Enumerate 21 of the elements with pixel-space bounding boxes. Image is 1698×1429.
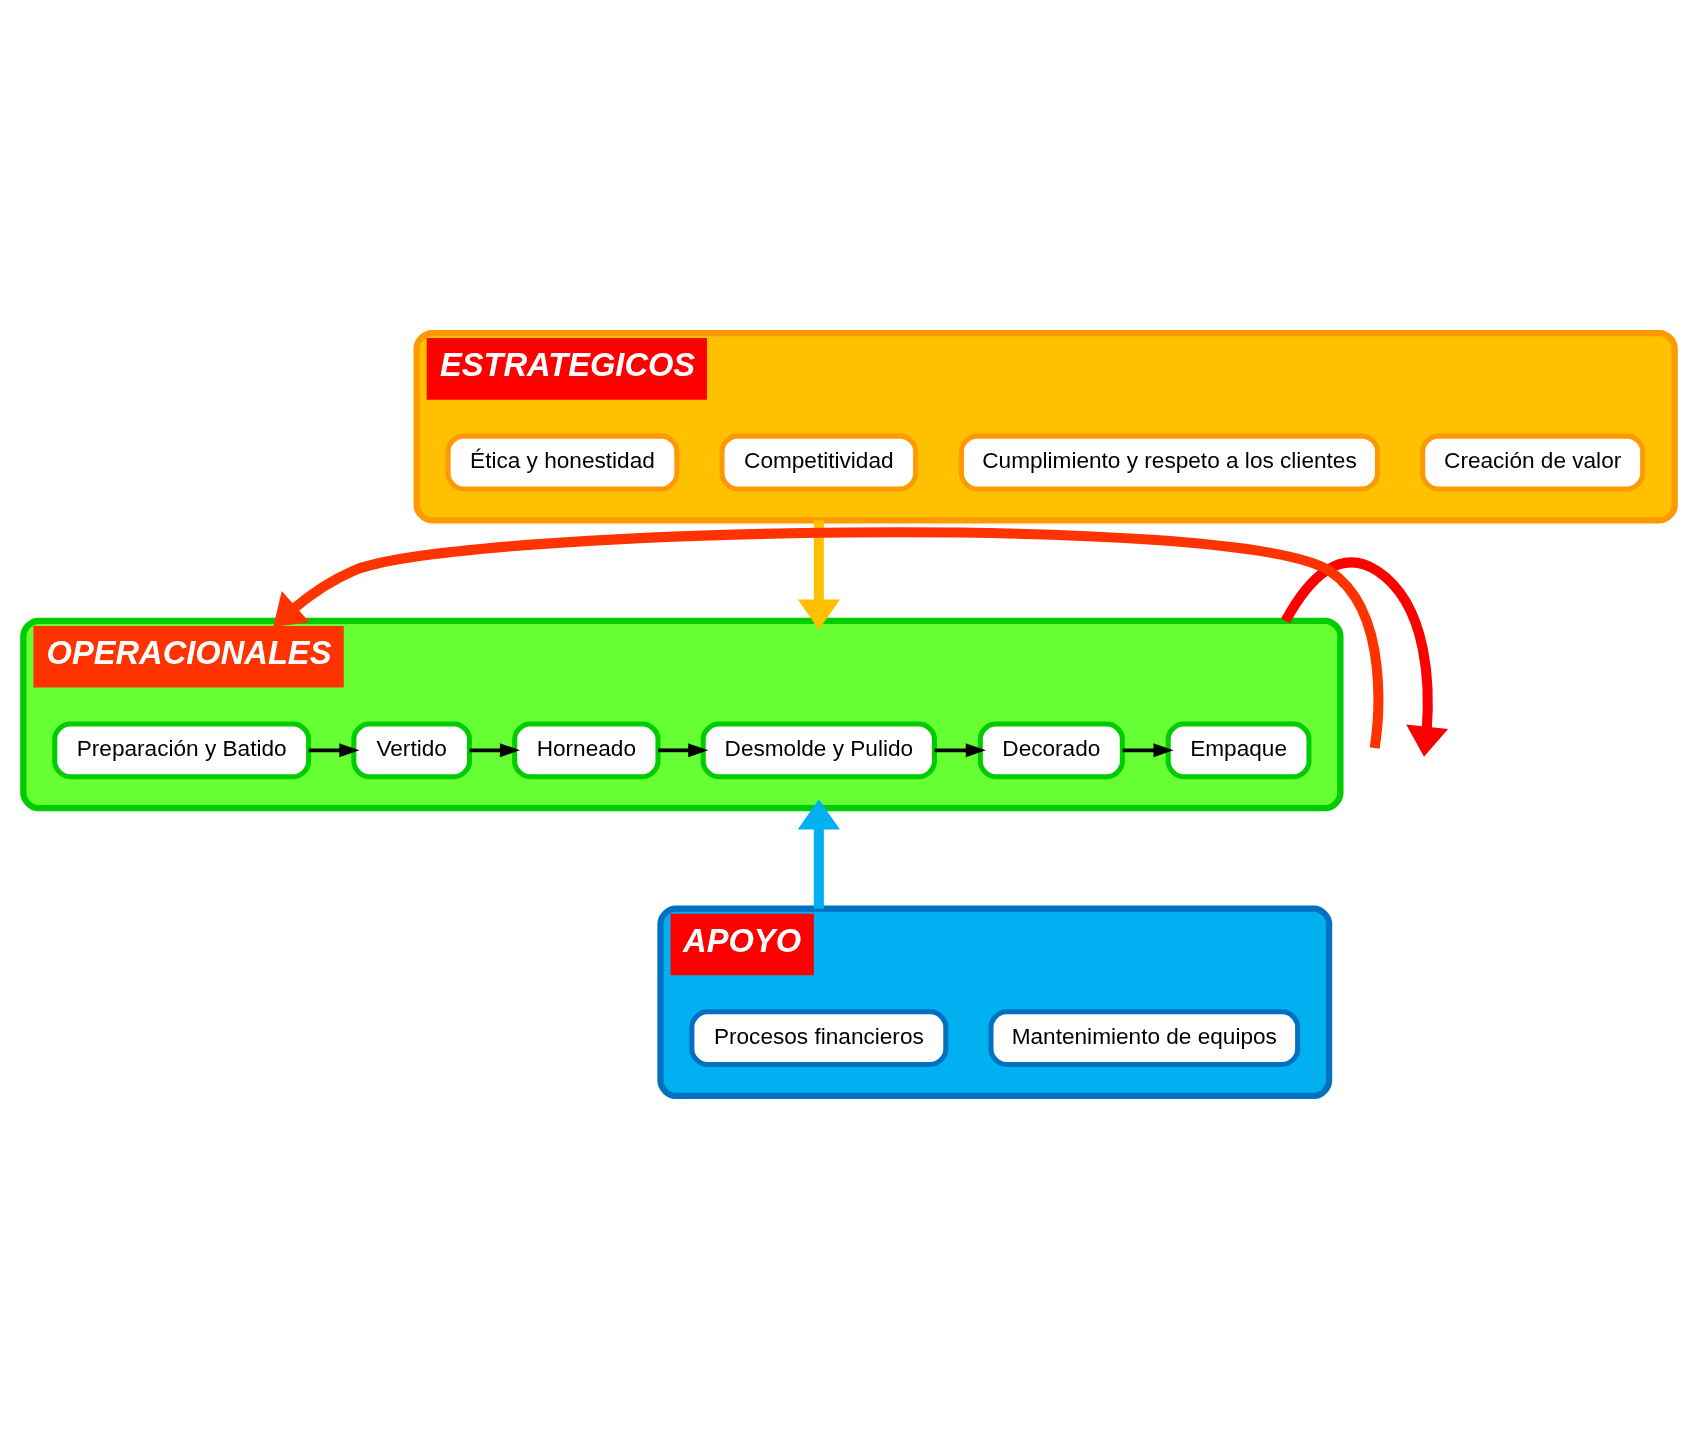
arrow xyxy=(469,743,521,758)
node-box: Desmolde y Pulido xyxy=(700,721,937,780)
arrow xyxy=(934,743,986,758)
arrow xyxy=(1281,557,1449,757)
arrow xyxy=(1122,743,1174,758)
node-box: Horneado xyxy=(512,721,661,780)
node-box: Decorado xyxy=(977,721,1125,780)
arrow xyxy=(658,743,709,758)
node-box: Creación de valor xyxy=(1420,433,1646,492)
node-box: Cumplimiento y respeto a los clientes xyxy=(958,433,1380,492)
arrow xyxy=(797,520,840,630)
node-box: Procesos financieros xyxy=(689,1009,949,1067)
node-box: Empaque xyxy=(1165,721,1312,780)
arrow xyxy=(273,527,1384,749)
node-box: Vertido xyxy=(351,721,472,780)
node-box: Preparación y Batido xyxy=(52,721,312,780)
node-box: Ética y honestidad xyxy=(445,433,680,492)
arrow xyxy=(308,743,360,758)
node-box: Competitividad xyxy=(719,433,919,492)
arrow xyxy=(797,799,840,909)
node-box: Mantenimiento de equipos xyxy=(988,1009,1301,1067)
